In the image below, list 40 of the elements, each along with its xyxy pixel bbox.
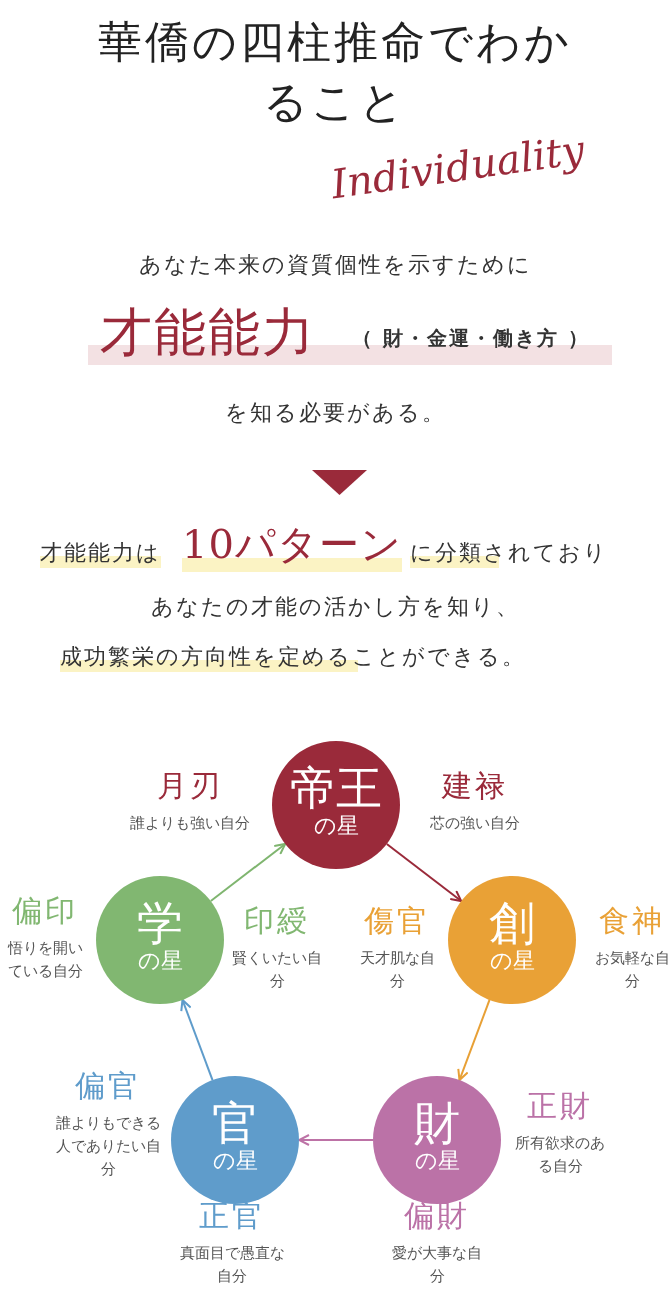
- star-name: 傷官: [363, 903, 431, 939]
- star-name: 正財: [526, 1088, 594, 1124]
- star-name: 正官: [198, 1198, 266, 1234]
- arrow: [457, 998, 491, 1082]
- description-text: 天才肌な自分: [358, 948, 436, 992]
- intro-text: あなた本来の資質個性を示すために: [137, 251, 533, 279]
- conclusion-text: を知る必要がある。: [223, 399, 447, 427]
- arrow: [385, 842, 463, 903]
- circle-title: 創: [488, 898, 536, 948]
- arrow: [180, 998, 214, 1082]
- description-text: 真面目で愚直な自分: [178, 1243, 286, 1287]
- star-name: 建禄: [440, 768, 509, 804]
- description-text: お気軽な自分: [593, 948, 670, 992]
- star-name: 偏印: [11, 893, 79, 929]
- arrow: [298, 1134, 374, 1146]
- circle-title: 官: [211, 1098, 259, 1148]
- heading-note: （ 財・金運・働き方 ）: [352, 325, 590, 352]
- circle-subtitle: の星: [413, 1148, 461, 1174]
- star-name: 偏財: [403, 1198, 471, 1234]
- star-name: 月刃: [156, 768, 224, 804]
- circle-title: 帝王: [289, 763, 383, 813]
- arrow: [209, 842, 287, 903]
- star-name: 食神: [598, 903, 666, 939]
- description-text: 所有欲求のある自分: [514, 1133, 606, 1177]
- body-text: あなたの才能の活かし方を知り、: [149, 593, 521, 621]
- highlight-heading: 才能能力: [100, 301, 316, 364]
- description-text: 悟りを開いている自分: [6, 938, 84, 982]
- circle-subtitle: の星: [312, 813, 360, 839]
- circle-subtitle: の星: [136, 948, 184, 974]
- description-text: 誰よりもできる人でありたい自分: [54, 1113, 162, 1180]
- description-text: 愛が大事な自分: [391, 1243, 483, 1287]
- circle-title: 財: [413, 1098, 461, 1148]
- circle-title: 学: [136, 898, 184, 948]
- circle-subtitle: の星: [211, 1148, 259, 1174]
- description-text: 賢くいたい自分: [232, 948, 322, 992]
- star-name: 偏官: [74, 1068, 142, 1104]
- star-name: 印綬: [243, 903, 311, 939]
- circle-subtitle: の星: [488, 948, 536, 974]
- description-text: 芯の強い自分: [429, 813, 521, 834]
- description-text: 誰よりも強い自分: [129, 813, 251, 834]
